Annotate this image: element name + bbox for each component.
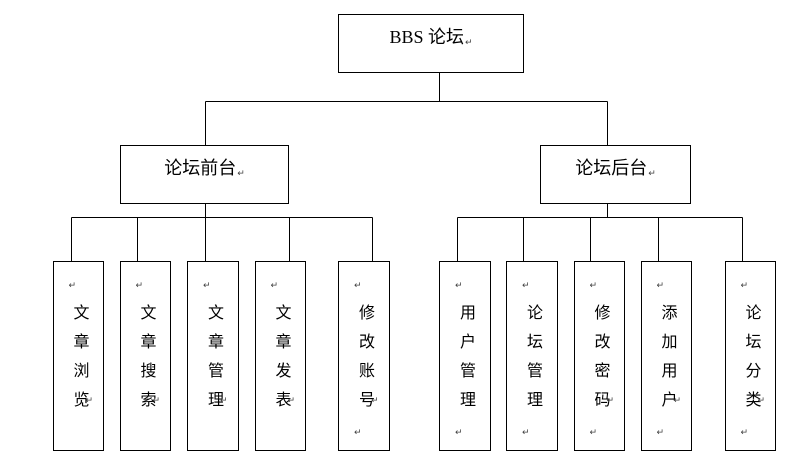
node-label: 文章搜索 [137,304,155,420]
node-label: 文章发表 [272,304,290,420]
node-edit-account: ↵ 修改账号 ↵ ↵ [338,261,390,451]
paragraph-mark: ↵ [371,396,379,406]
node-label: 论坛后台 [575,158,648,178]
paragraph-mark: ↵ [220,396,228,406]
paragraph-mark: ↵ [85,396,94,406]
paragraph-mark: ↵ [656,428,665,438]
node-label: 文章管理 [205,304,222,420]
node-forum-category: ↵ 论坛分类 ↵ ↵ [725,261,776,451]
node-bbs-forum: BBS 论坛↵ [338,14,524,73]
paragraph-mark: ↵ [68,281,77,291]
paragraph-mark: ↵ [237,169,245,179]
paragraph-mark: ↵ [589,428,598,438]
node-label: 修改账号 [356,304,373,420]
paragraph-mark: ↵ [203,281,211,291]
node-forum-manage: ↵ 论坛管理 ↵ [506,261,558,451]
node-change-password: ↵ 修改密码 ↵ ↵ [574,261,625,451]
node-label: 论坛分类 [742,304,760,420]
paragraph-mark: ↵ [648,169,656,179]
paragraph-mark: ↵ [135,281,144,291]
paragraph-mark: ↵ [354,281,362,291]
node-article-manage: ↵ 文章管理 ↵ [187,261,239,451]
paragraph-mark: ↵ [673,396,682,406]
node-label: 论坛前台 [164,158,237,178]
paragraph-mark: ↵ [740,281,749,291]
node-add-user: ↵ 添加用户 ↵ ↵ [641,261,692,451]
paragraph-mark: ↵ [354,428,362,438]
node-article-search: ↵ 文章搜索 ↵ [120,261,171,451]
paragraph-mark: ↵ [522,428,530,438]
node-article-browse: ↵ 文章浏览 ↵ [53,261,104,451]
node-forum-frontend: 论坛前台↵ [120,145,289,204]
node-article-publish: ↵ 文章发表 ↵ [255,261,306,451]
paragraph-mark: ↵ [455,428,463,438]
paragraph-mark: ↵ [757,396,766,406]
paragraph-mark: ↵ [606,396,615,406]
node-forum-backend: 论坛后台↵ [540,145,691,204]
paragraph-mark: ↵ [740,428,749,438]
node-label: BBS 论坛 [389,27,464,47]
node-label: 添加用户 [658,304,676,420]
node-label: 用户管理 [457,304,474,420]
paragraph-mark: ↵ [270,281,279,291]
node-label: 文章浏览 [70,304,88,420]
paragraph-mark: ↵ [455,281,463,291]
paragraph-mark: ↵ [152,396,161,406]
node-label: 修改密码 [591,304,609,420]
paragraph-mark: ↵ [656,281,665,291]
paragraph-mark: ↵ [522,281,530,291]
paragraph-mark: ↵ [287,396,296,406]
paragraph-mark: ↵ [589,281,598,291]
node-label: 论坛管理 [524,304,541,420]
node-user-manage: ↵ 用户管理 ↵ [439,261,491,451]
paragraph-mark: ↵ [464,38,473,48]
